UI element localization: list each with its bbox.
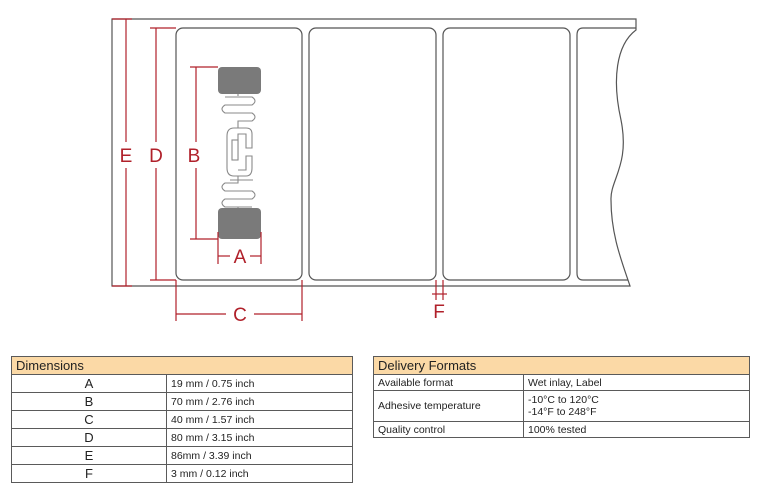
adhesive-temperature-value: -10°C to 120°C -14°F to 248°F <box>523 390 750 422</box>
dim-label-b: B <box>188 146 201 167</box>
dim-label-c: C <box>233 305 247 326</box>
chip-pad-bottom <box>218 208 261 239</box>
dimension-key: D <box>11 428 167 447</box>
table-row: Quality control 100% tested <box>373 421 750 438</box>
quality-control-label: Quality control <box>373 421 524 438</box>
dim-label-d: D <box>149 146 163 167</box>
chip-pad-top <box>218 67 261 94</box>
label-4-partial <box>576 27 636 281</box>
label-2 <box>308 27 437 281</box>
dimensions-table: Dimensions A 19 mm / 0.75 inch B 70 mm /… <box>11 356 353 483</box>
label-roll-diagram: E D B A C F <box>111 18 637 326</box>
dimension-value: 40 mm / 1.57 inch <box>166 410 353 429</box>
dimensions-title: Dimensions <box>11 356 353 375</box>
dimension-key: A <box>11 374 167 393</box>
table-row: B 70 mm / 2.76 inch <box>11 392 353 411</box>
dimension-value: 70 mm / 2.76 inch <box>166 392 353 411</box>
label-3 <box>442 27 571 281</box>
table-row: E 86mm / 3.39 inch <box>11 446 353 465</box>
dimension-key: B <box>11 392 167 411</box>
dim-label-e: E <box>120 146 133 167</box>
delivery-formats-table: Delivery Formats Available format Wet in… <box>373 356 750 438</box>
label-1 <box>175 27 303 281</box>
quality-control-value: 100% tested <box>523 421 750 438</box>
table-row: A 19 mm / 0.75 inch <box>11 374 353 393</box>
available-format-label: Available format <box>373 374 524 391</box>
adhesive-temperature-celsius: -10°C to 120°C <box>528 394 599 406</box>
dimension-key: E <box>11 446 167 465</box>
delivery-title: Delivery Formats <box>373 356 750 375</box>
dim-label-f: F <box>433 302 445 323</box>
dimension-key: C <box>11 410 167 429</box>
available-format-value: Wet inlay, Label <box>523 374 750 391</box>
adhesive-temperature-fahrenheit: -14°F to 248°F <box>528 406 597 418</box>
table-row: D 80 mm / 3.15 inch <box>11 428 353 447</box>
dimension-value: 19 mm / 0.75 inch <box>166 374 353 393</box>
table-row: C 40 mm / 1.57 inch <box>11 410 353 429</box>
dim-label-a: A <box>234 247 247 268</box>
dimension-value: 80 mm / 3.15 inch <box>166 428 353 447</box>
dimension-value: 3 mm / 0.12 inch <box>166 464 353 483</box>
table-row: Adhesive temperature -10°C to 120°C -14°… <box>373 390 750 422</box>
table-row: F 3 mm / 0.12 inch <box>11 464 353 483</box>
rfid-inlay <box>221 92 256 209</box>
dimension-key: F <box>11 464 167 483</box>
table-row: Available format Wet inlay, Label <box>373 374 750 391</box>
dimension-value: 86mm / 3.39 inch <box>166 446 353 465</box>
adhesive-temperature-label: Adhesive temperature <box>373 390 524 422</box>
